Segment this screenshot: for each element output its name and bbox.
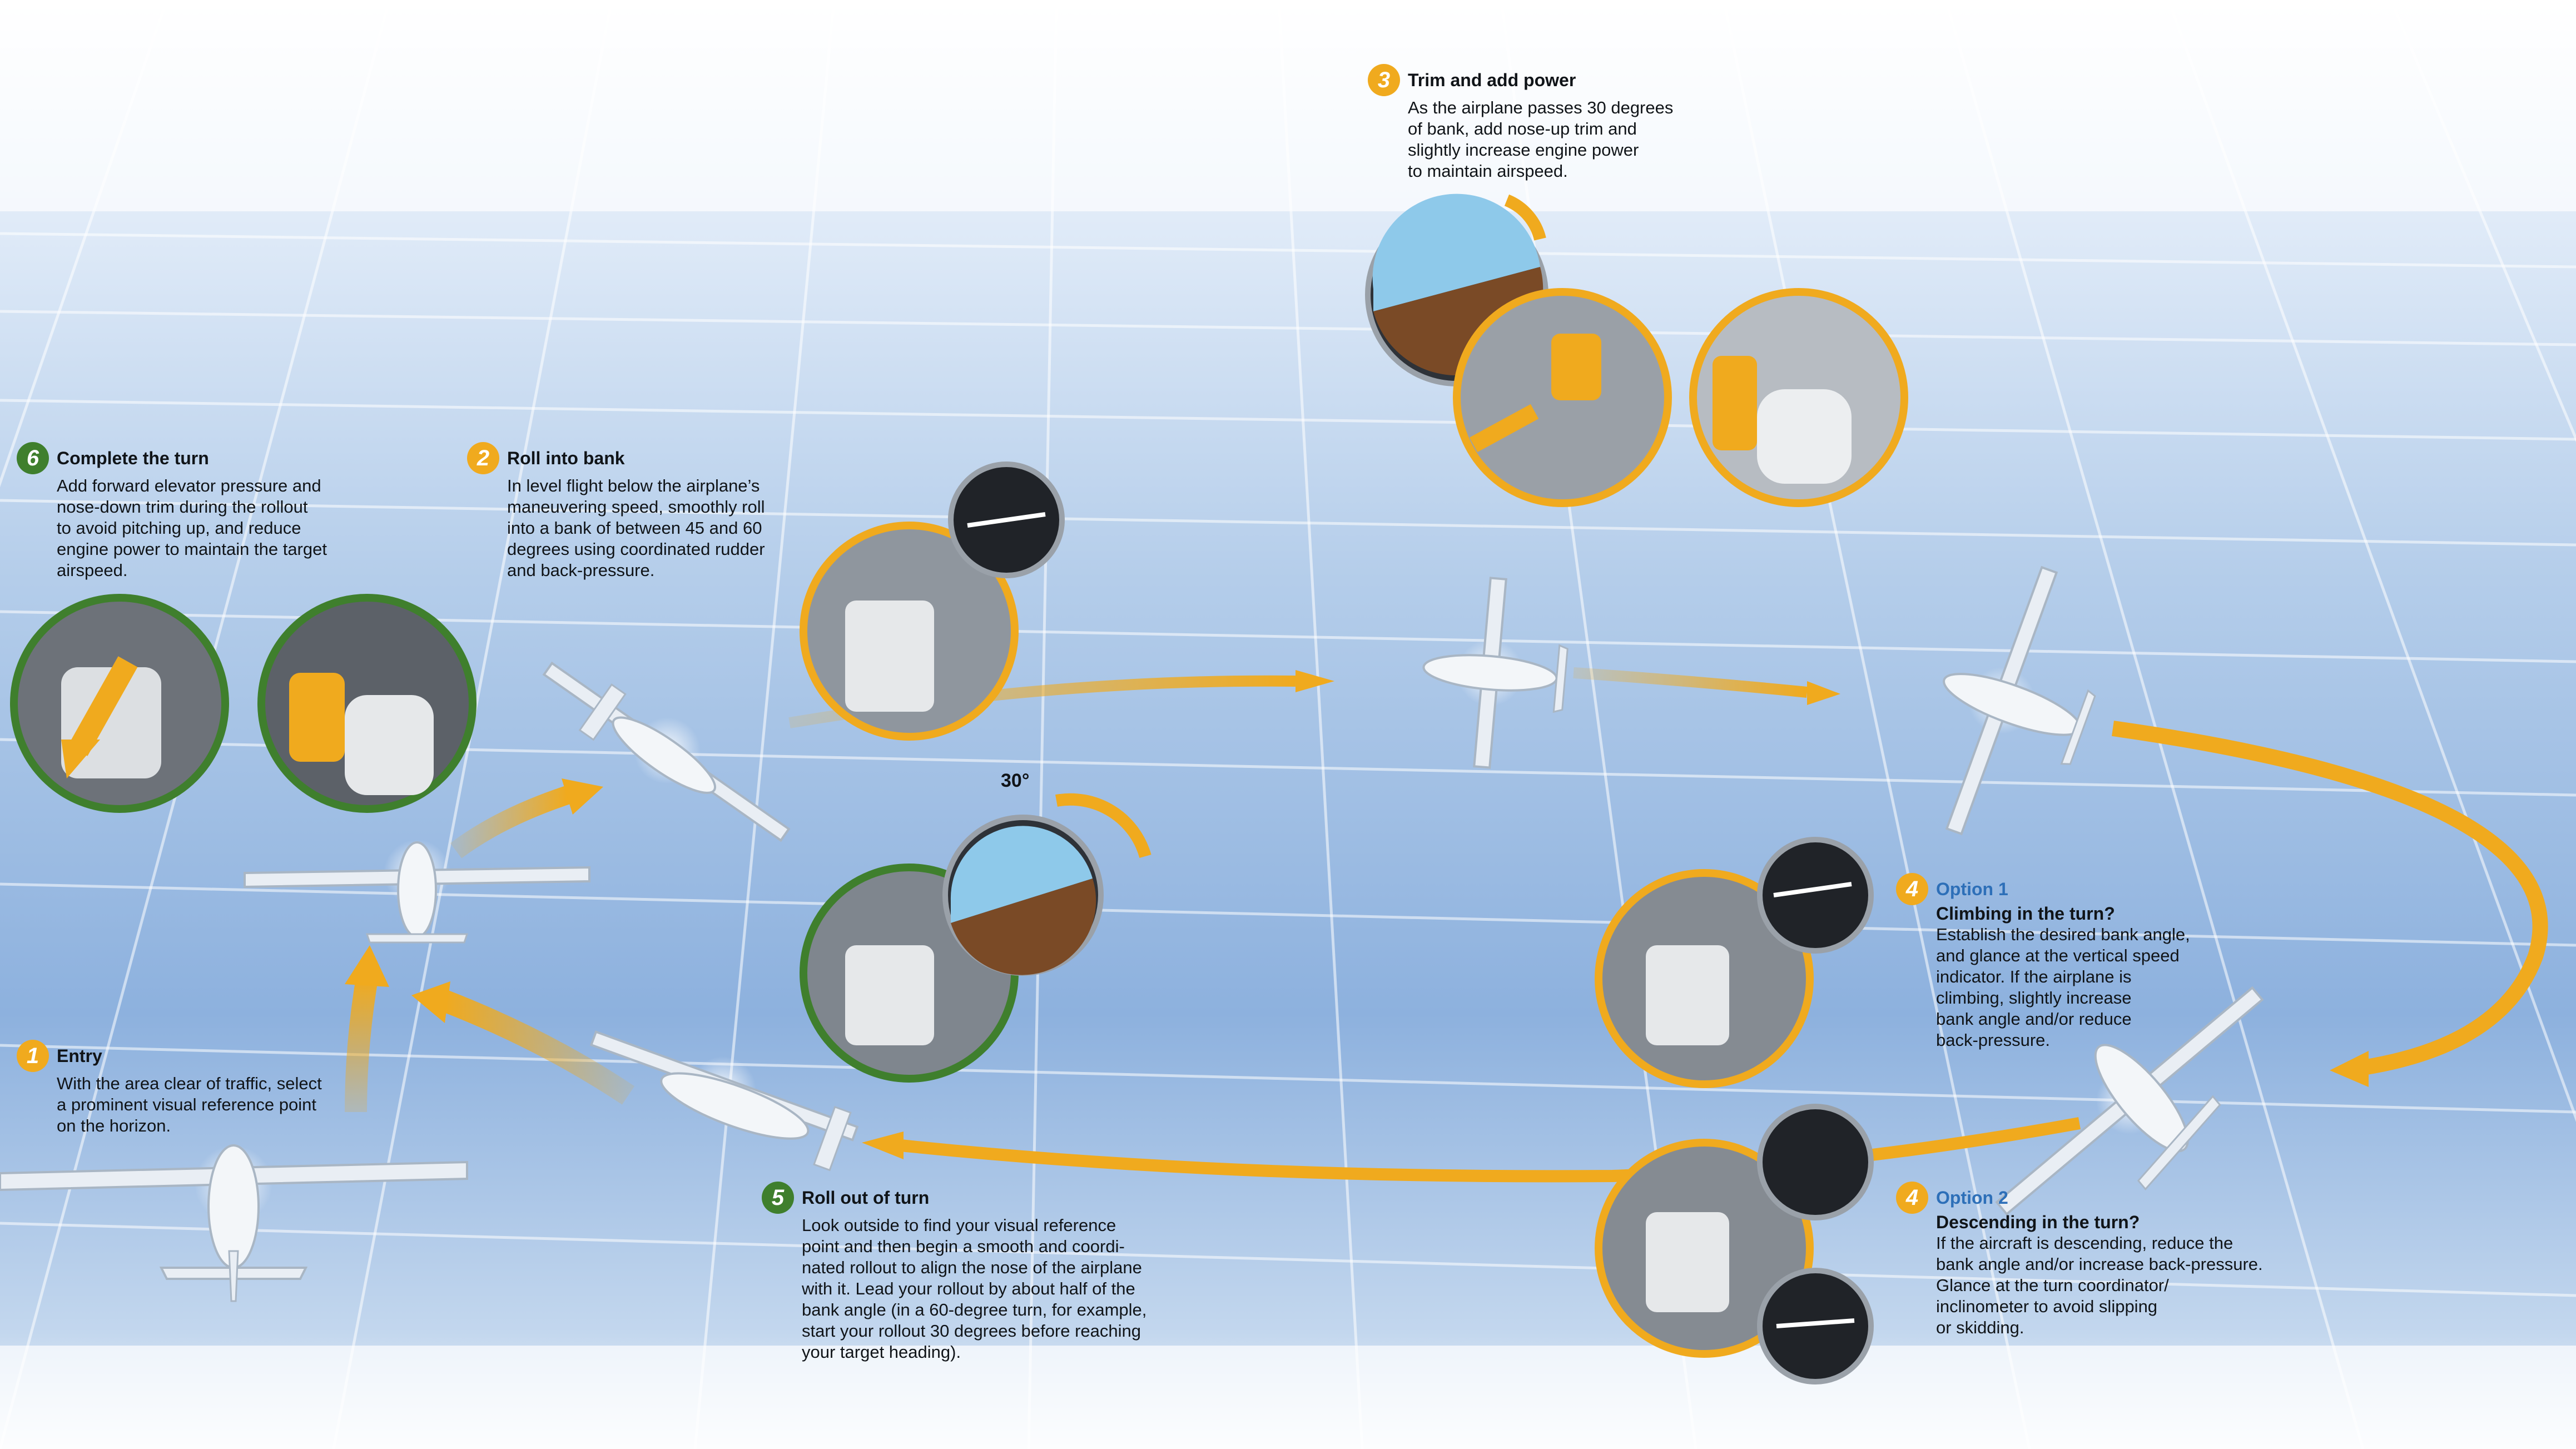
text-line: bank angle (in a 60-degree turn, for exa…: [802, 1300, 1147, 1319]
option-label: Option 2: [1936, 1187, 2008, 1208]
text-line: with it. Lead your rollout by about half…: [802, 1279, 1135, 1298]
step-roll-out: 5 Roll out of turn Look outside to find …: [762, 1182, 1184, 1363]
step-number-badge: 1: [17, 1040, 49, 1072]
step-number-badge: 2: [467, 442, 499, 474]
text-line: As the airplane passes 30 degrees: [1408, 98, 1674, 117]
airplane-start-turn: [244, 840, 590, 944]
text-line: back-pressure.: [1936, 1030, 2051, 1050]
step-description: Add forward elevator pressure and nose-d…: [57, 475, 373, 581]
step-description: As the airplane passes 30 degrees of ban…: [1408, 97, 1724, 182]
text-line: or skidding.: [1936, 1318, 2024, 1337]
text-line: and glance at the vertical speed: [1936, 946, 2180, 965]
text-line: climbing, slightly increase: [1936, 988, 2132, 1008]
step-entry: 1 Entry With the area clear of traffic, …: [17, 1040, 361, 1137]
step-complete-turn: 6 Complete the turn Add forward elevator…: [17, 442, 373, 581]
step-description: In level flight below the airplane’s man…: [507, 475, 823, 581]
text-line: start your rollout 30 degrees before rea…: [802, 1321, 1141, 1341]
inset-climbing: [1595, 837, 1874, 1088]
inset-roll-out: [800, 815, 1104, 1083]
step-title: Trim and add power: [1408, 70, 1576, 90]
step-number-badge: 3: [1368, 64, 1400, 96]
text-line: degrees using coordinated rudder: [507, 539, 765, 559]
text-line: With the area clear of traffic, select: [57, 1074, 322, 1093]
option-label: Option 1: [1936, 879, 2008, 899]
bank-angle-label: 30°: [1001, 770, 1030, 791]
step-title: Climbing in the turn?: [1936, 904, 2115, 924]
airplane-banked-2: [1943, 565, 2096, 836]
text-line: to maintain airspeed.: [1408, 161, 1568, 181]
airplane-entry: [0, 1144, 468, 1302]
step-number-badge: 4: [1896, 1182, 1928, 1214]
text-line: on the horizon.: [57, 1116, 171, 1135]
step-title: Roll out of turn: [802, 1187, 930, 1208]
text-line: Look outside to find your visual referen…: [802, 1215, 1116, 1235]
roll-direction-arrow: [1055, 793, 1151, 859]
text-line: to avoid pitching up, and reduce: [57, 518, 301, 538]
step-roll-into-bank: 2 Roll into bank In level flight below t…: [467, 442, 823, 581]
text-line: point and then begin a smooth and coordi…: [802, 1237, 1125, 1256]
text-line: indicator. If the airplane is: [1936, 967, 2132, 986]
text-line: nated rollout to align the nose of the a…: [802, 1258, 1142, 1277]
inset-trim-power-1: [1365, 193, 1672, 507]
step-title: Entry: [57, 1045, 102, 1066]
text-line: If the aircraft is descending, reduce th…: [1936, 1233, 2233, 1253]
step-description: With the area clear of traffic, select a…: [57, 1073, 361, 1137]
text-line: bank angle and/or increase back-pressure…: [1936, 1254, 2263, 1274]
step-option-climbing: 4 Option 1 Climbing in the turn? Establi…: [1896, 873, 2241, 1051]
text-line: inclinometer to avoid slipping: [1936, 1297, 2158, 1316]
text-line: and back-pressure.: [507, 560, 655, 580]
inset-complete-turn-2: [257, 594, 477, 813]
text-line: slightly increase engine power: [1408, 140, 1639, 160]
step-option-descending: 4 Option 2 Descending in the turn? If th…: [1896, 1182, 2285, 1338]
text-line: bank angle and/or reduce: [1936, 1009, 2132, 1029]
trim-direction-arrow: [1504, 194, 1546, 241]
step-title: Complete the turn: [57, 448, 209, 468]
step-trim-and-power: 3 Trim and add power As the airplane pas…: [1368, 64, 1724, 182]
step-number-badge: 6: [17, 442, 49, 474]
text-line: nose-down trim during the rollout: [57, 497, 308, 517]
airplane-banked-1: [1422, 577, 1569, 769]
text-line: into a bank of between 45 and 60: [507, 518, 762, 538]
text-line: a prominent visual reference point: [57, 1095, 316, 1114]
step-description: Look outside to find your visual referen…: [802, 1215, 1184, 1363]
step-description: Climbing in the turn? Establish the desi…: [1936, 903, 2241, 1051]
text-line: of bank, add nose-up trim and: [1408, 119, 1637, 138]
text-line: maneuvering speed, smoothly roll: [507, 497, 765, 517]
text-line: Glance at the turn coordinator/: [1936, 1276, 2169, 1295]
step-title: Roll into bank: [507, 448, 625, 468]
airplane-banked-3: [1995, 986, 2264, 1216]
step-number-badge: 5: [762, 1182, 794, 1214]
step-description: Descending in the turn? If the aircraft …: [1936, 1212, 2285, 1338]
inset-complete-turn-1: [10, 594, 229, 813]
text-line: In level flight below the airplane’s: [507, 476, 760, 495]
step-number-badge: 4: [1896, 873, 1928, 905]
airplane-rolling: [542, 661, 791, 842]
text-line: Add forward elevator pressure and: [57, 476, 321, 495]
step-title: Descending in the turn?: [1936, 1212, 2140, 1232]
airplane-rollout: [589, 1030, 859, 1172]
inset-roll-into-bank: [800, 462, 1065, 741]
inset-trim-power-2: [1689, 288, 1908, 507]
text-line: engine power to maintain the target: [57, 539, 327, 559]
inset-descending: [1595, 1104, 1874, 1385]
text-line: your target heading).: [802, 1342, 961, 1362]
text-line: airspeed.: [57, 560, 128, 580]
text-line: Establish the desired bank angle,: [1936, 925, 2190, 944]
